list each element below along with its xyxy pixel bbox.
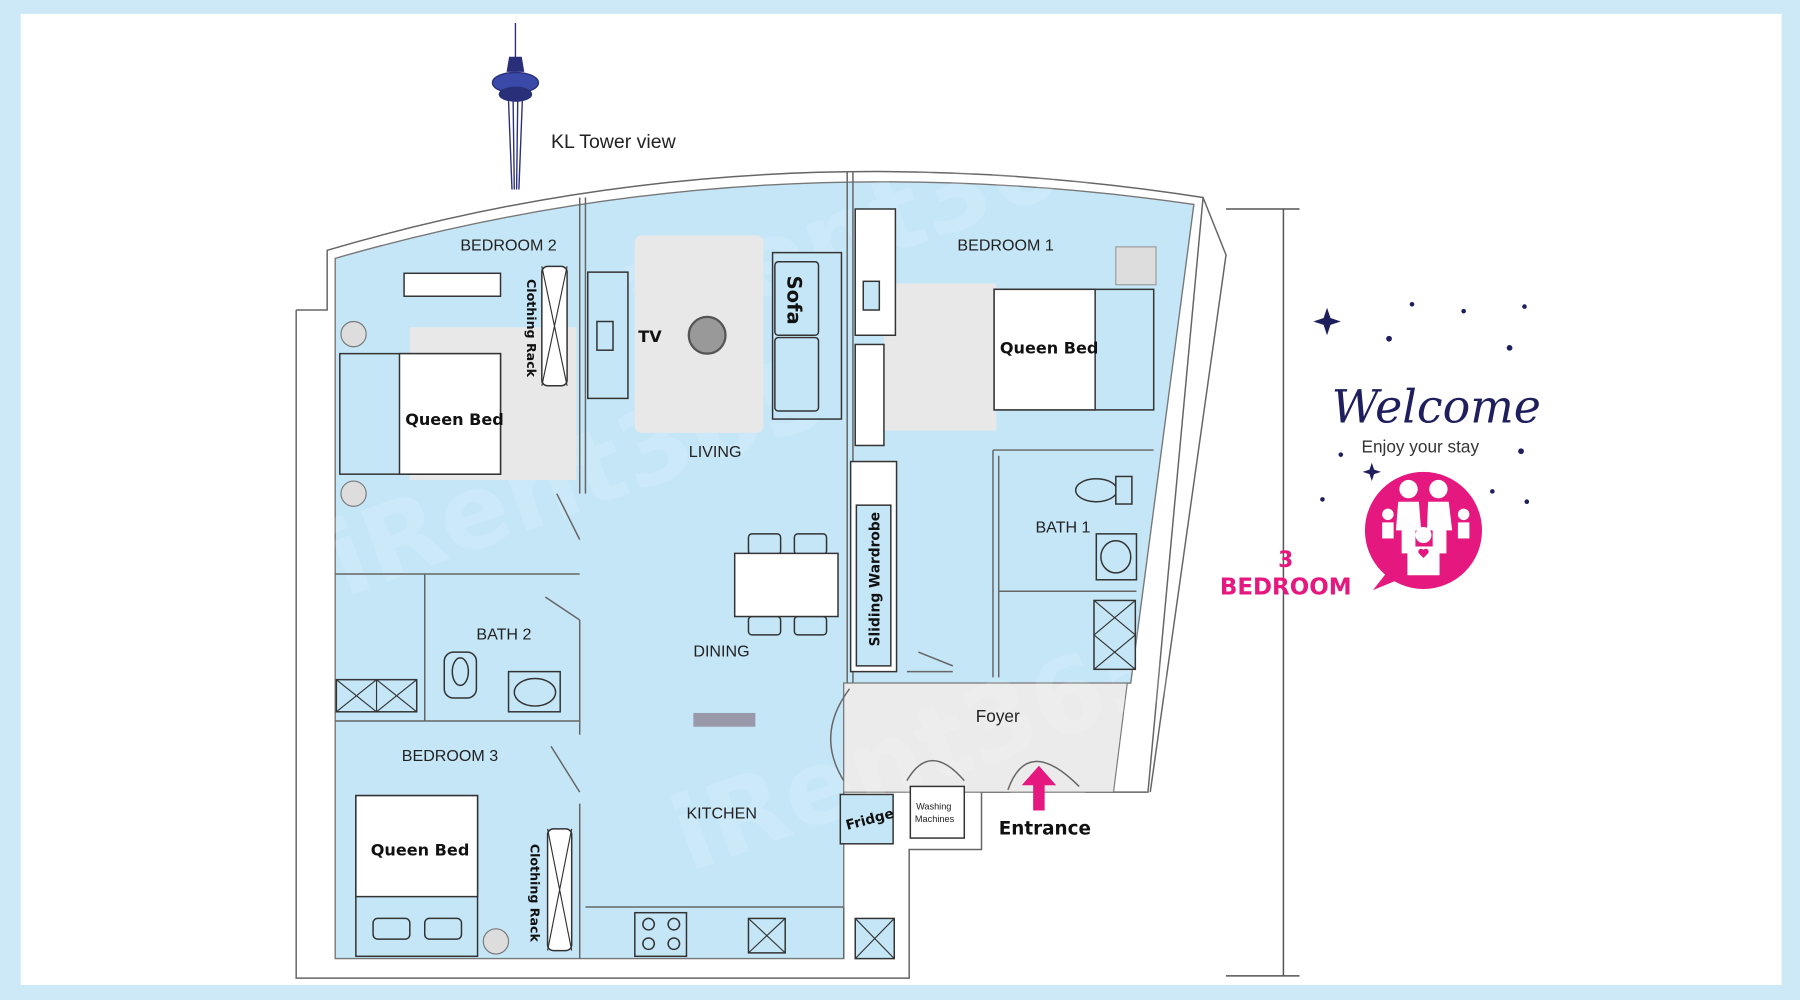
room-label-living: LIVING	[689, 443, 742, 461]
room-label-dining: DINING	[693, 643, 749, 661]
clothing-rack-label: Clothing Rack	[524, 279, 539, 378]
washing-machines	[909, 785, 966, 839]
entrance-label: Entrance	[999, 819, 1091, 840]
foyer-area	[843, 682, 1128, 793]
unit-type: BEDROOM	[1220, 575, 1352, 601]
room-label-bedroom2: BEDROOM 2	[460, 236, 556, 254]
room-label-bedroom3: BEDROOM 3	[402, 747, 498, 765]
dining-table	[733, 533, 839, 636]
cabinet-icon	[854, 917, 896, 960]
welcome-subtitle: Enjoy your stay	[1361, 436, 1479, 456]
bed-label: Queen Bed	[371, 840, 470, 859]
tv-unit-bedroom1	[854, 208, 897, 337]
sink-icon	[747, 917, 786, 954]
washing-label-1: Washing	[916, 801, 951, 811]
view-label: KL Tower view	[551, 131, 677, 153]
basin-icon	[1095, 533, 1138, 581]
shower-icon	[335, 678, 418, 713]
bench	[403, 272, 502, 297]
bed-label: Queen Bed	[405, 410, 504, 429]
kitchen-vent	[693, 712, 756, 727]
entrance-arrow-icon	[1021, 765, 1057, 811]
room-label-kitchen: KITCHEN	[686, 805, 757, 823]
sofa-label: Sofa	[783, 276, 806, 325]
coffee-table	[687, 315, 727, 355]
toilet-icon	[443, 651, 478, 699]
fridge	[839, 793, 894, 845]
washing-label-2: Machines	[915, 814, 955, 824]
room-label-foyer: Foyer	[976, 706, 1020, 726]
room-label-bath1: BATH 1	[1035, 519, 1090, 537]
welcome-title: Welcome	[1332, 380, 1541, 434]
dimension-line	[1226, 208, 1300, 977]
wardrobe-label: Sliding Wardrobe	[867, 512, 883, 646]
toilet-icon	[1074, 475, 1133, 505]
interior-walls	[335, 172, 1154, 959]
kl-tower-icon	[491, 23, 540, 190]
tv-label: TV	[638, 327, 662, 346]
room-label-bath2: BATH 2	[476, 625, 531, 643]
bed-label: Queen Bed	[1000, 339, 1099, 358]
stars-icon	[1313, 301, 1530, 505]
rug	[883, 283, 997, 431]
family-icon	[1364, 471, 1483, 591]
stove-icon	[634, 911, 688, 958]
shower-icon	[1093, 599, 1137, 671]
outer-wall	[296, 170, 1204, 793]
clothing-rack-label: Clothing Rack	[527, 844, 542, 943]
room-label-bedroom1: BEDROOM 1	[957, 236, 1053, 254]
basin-icon	[507, 670, 561, 713]
unit-count: 3	[1278, 548, 1293, 573]
